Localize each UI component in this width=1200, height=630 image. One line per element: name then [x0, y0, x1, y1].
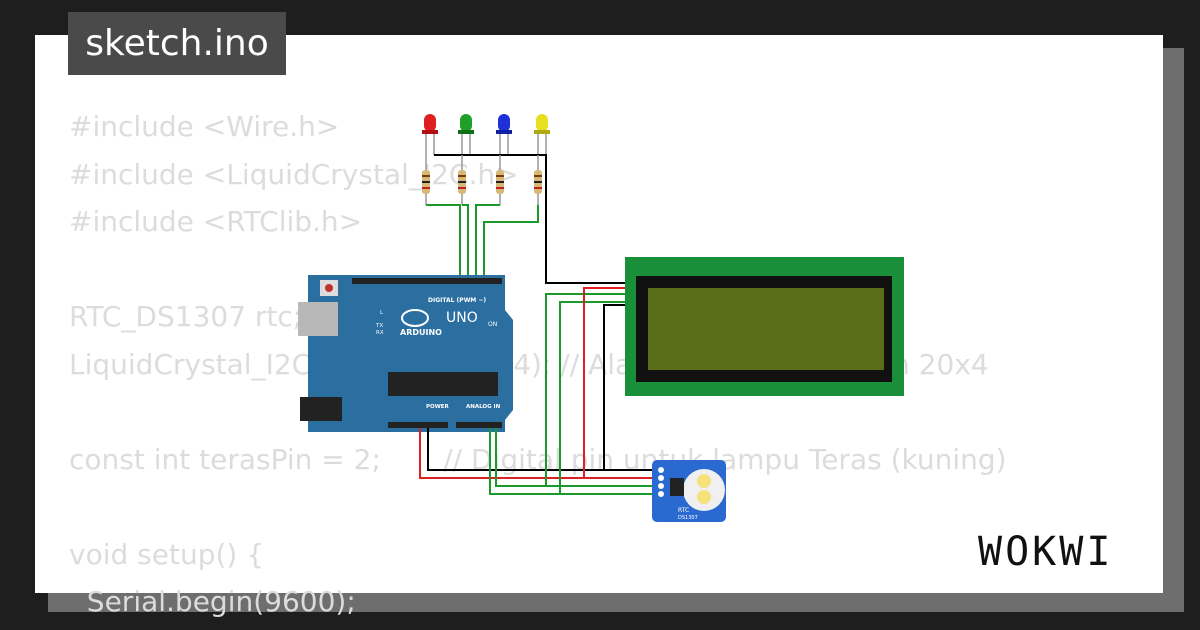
rtc-sublabel: DS1307: [678, 515, 698, 521]
code-line: void setup() {: [69, 537, 265, 571]
atmega-chip: [388, 372, 498, 396]
digital-label: DIGITAL (PWM ~): [428, 297, 486, 304]
analog-header: [456, 422, 502, 428]
resistor-4[interactable]: [534, 155, 542, 205]
wire-ground: [434, 154, 628, 284]
power-label: POWER: [426, 404, 450, 410]
arduino-logo: [401, 309, 429, 327]
wires-led-signal: [426, 204, 539, 283]
arduino-brand: ARDUINO: [400, 328, 442, 337]
arduino-uno[interactable]: ARDUINO UNO DIGITAL (PWM ~) ON POWER ANA…: [298, 275, 513, 432]
resistor-2[interactable]: [458, 155, 466, 205]
digital-header: [352, 278, 502, 284]
analog-label: ANALOG IN: [466, 404, 501, 410]
led-red[interactable]: [422, 114, 438, 155]
resistor-3[interactable]: [496, 155, 504, 205]
led-green[interactable]: [458, 114, 474, 155]
reset-button[interactable]: [325, 284, 333, 292]
tx-label: TX: [375, 323, 383, 329]
usb-port: [298, 302, 338, 336]
lcd-display[interactable]: [625, 257, 904, 396]
power-jack: [300, 397, 342, 421]
on-label: ON: [488, 321, 497, 328]
sketch-title: sketch.ino: [68, 12, 286, 75]
wires-bus: [419, 287, 660, 495]
resistor-1[interactable]: [422, 155, 430, 205]
power-header: [388, 422, 448, 428]
code-line: Serial.begin(9600);: [69, 585, 356, 618]
code-line: RTC_DS1307 rtc;: [69, 300, 303, 333]
led-yellow[interactable]: [534, 114, 550, 155]
arduino-model: UNO: [446, 310, 478, 326]
code-line: #include <Wire.h>: [69, 110, 340, 143]
l-label: L: [380, 310, 384, 316]
lcd-screen: [648, 288, 884, 370]
led-blue[interactable]: [496, 114, 512, 155]
rtc-label: RTC: [678, 507, 689, 514]
wokwi-logo: WOKWI: [978, 529, 1114, 575]
preview-card: #include <Wire.h>#include <LiquidCrystal…: [35, 35, 1163, 618]
code-line: #include <RTClib.h>: [69, 205, 363, 238]
rx-label: RX: [376, 330, 384, 336]
rtc-module[interactable]: RTC DS1307: [652, 460, 726, 522]
